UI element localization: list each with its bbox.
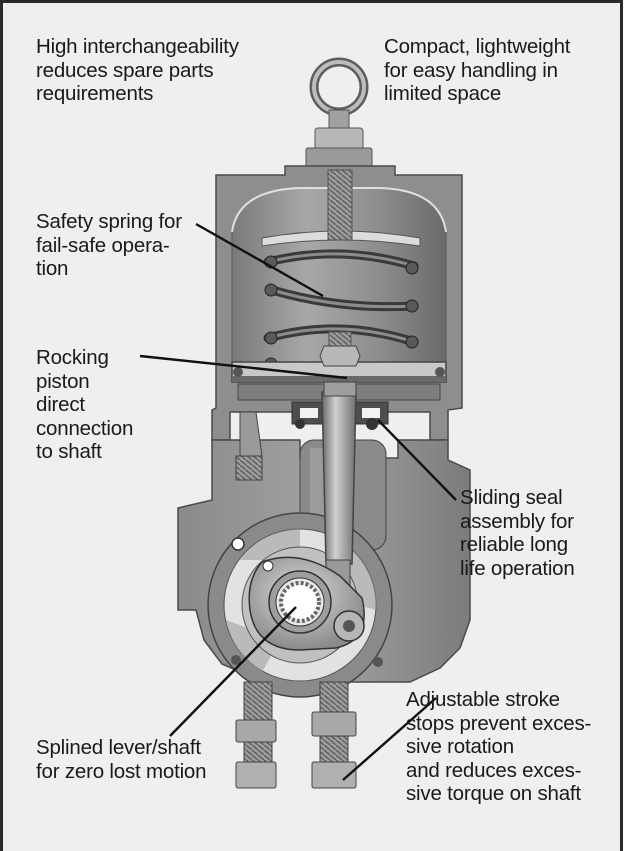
piston-nut [319, 331, 361, 367]
lifting-eye [305, 57, 373, 171]
label-safety-spring: Safety spring for fail-safe opera- tion [36, 210, 182, 280]
label-stroke-stops: Adjustable stroke stops prevent exces- s… [406, 688, 592, 805]
leader-splined-lever [169, 606, 297, 737]
leader-rocking-piston [139, 354, 348, 380]
stroke-stop-bolts [235, 681, 357, 789]
label-sliding-seal: Sliding seal assembly for reliable long … [460, 486, 575, 580]
leader-lines [139, 222, 457, 781]
leader-sliding-seal [377, 419, 457, 501]
label-interchangeability: High interchangeability reduces spare pa… [36, 35, 239, 105]
label-splined-lever: Splined lever/shaft for zero lost motion [36, 736, 207, 783]
safety-spring [263, 249, 419, 347]
label-compact: Compact, lightweight for easy handling i… [384, 35, 571, 105]
connecting-rod [321, 381, 357, 591]
leader-safety-spring [195, 222, 324, 298]
adjusting-screw [327, 169, 353, 241]
label-rocking-piston: Rocking piston direct connection to shaf… [36, 346, 134, 463]
leader-stroke-stops [342, 697, 437, 781]
